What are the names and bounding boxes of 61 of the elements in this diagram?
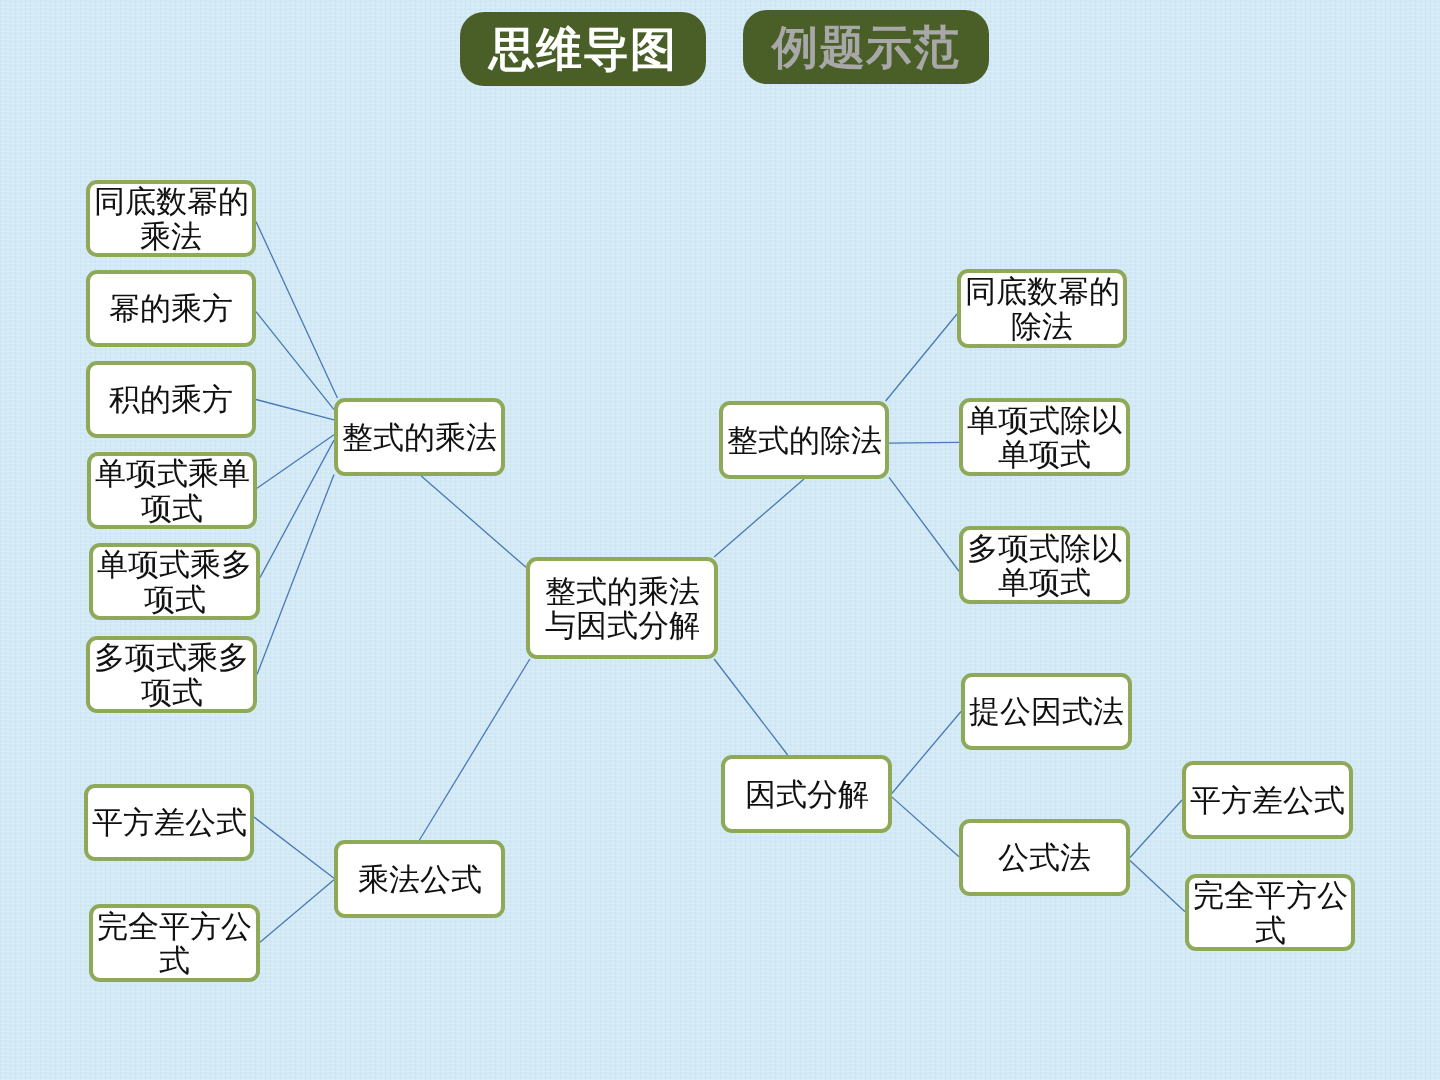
leaf-topic-box bbox=[957, 269, 1127, 348]
leaf-topic-box bbox=[961, 673, 1132, 750]
connector-line bbox=[420, 475, 527, 568]
connector-line bbox=[884, 313, 958, 402]
connector-line bbox=[256, 473, 335, 676]
leaf-topic-box bbox=[89, 904, 260, 982]
leaf-topic-text: 平方差公式 bbox=[1190, 782, 1345, 818]
subtopic-text: 乘法公式 bbox=[357, 861, 482, 897]
leaf-topic-box bbox=[84, 784, 254, 861]
leaf-topic-text: 同底数幂的除法 bbox=[964, 274, 1120, 343]
leaf-topic-text: 平方差公式 bbox=[91, 805, 247, 840]
leaf-topic-text: 单项式除以单项式 bbox=[966, 402, 1123, 472]
subtopic-text: 整式的乘法 bbox=[342, 419, 497, 455]
leaf-topic-text: 同底数幂的乘法 bbox=[93, 184, 249, 253]
subtopic-box bbox=[721, 755, 892, 833]
connector-line bbox=[259, 439, 335, 579]
connector-line bbox=[891, 796, 960, 858]
example-tab: 例题示范 bbox=[743, 10, 989, 84]
connector-line bbox=[1129, 859, 1186, 913]
leaf-topic-box bbox=[86, 180, 256, 257]
leaf-topic-box bbox=[959, 526, 1130, 604]
subtopic-box bbox=[719, 401, 889, 479]
leaf-topic-text: 单项式乘单项式 bbox=[94, 456, 250, 525]
leaf-topic-text: 幂的乘方 bbox=[109, 291, 233, 326]
connector-line bbox=[255, 398, 335, 421]
leaf-topic-box bbox=[87, 452, 257, 529]
subtopic-text: 整式的除法 bbox=[726, 422, 882, 458]
mind-map-tab: 思维导图 bbox=[460, 12, 706, 86]
leaf-topic-box bbox=[89, 543, 260, 620]
leaf-topic-box bbox=[1182, 761, 1353, 839]
central-topic-text: 整式的乘法与因式分解 bbox=[543, 573, 701, 643]
subtopic-text: 因式分解 bbox=[744, 776, 869, 812]
leaf-topic-text: 公式法 bbox=[998, 840, 1091, 875]
leaf-topic-box bbox=[959, 819, 1130, 896]
leaf-topic-text: 积的乘方 bbox=[109, 382, 233, 417]
connector-line bbox=[888, 476, 960, 572]
leaf-topic-box bbox=[959, 398, 1130, 476]
connector-line bbox=[255, 310, 335, 411]
connector-line bbox=[255, 220, 339, 399]
connector-line bbox=[1129, 799, 1183, 859]
connector-line bbox=[888, 441, 960, 444]
leaf-topic-text: 提公因式法 bbox=[969, 694, 1124, 729]
leaf-topic-box bbox=[86, 270, 256, 347]
leaf-topic-box bbox=[1185, 874, 1355, 951]
subtopic-box bbox=[334, 840, 505, 918]
leaf-topic-text: 多项式乘多项式 bbox=[93, 640, 250, 709]
leaf-topic-text: 单项式乘多项式 bbox=[96, 547, 253, 616]
connector-line bbox=[891, 710, 962, 794]
subtopic-box bbox=[334, 398, 505, 476]
leaf-topic-text: 完全平方公式 bbox=[96, 908, 253, 978]
connector-line bbox=[256, 434, 335, 489]
connector-line bbox=[418, 658, 531, 841]
connector-line bbox=[259, 879, 335, 943]
connector-line bbox=[713, 478, 805, 558]
connector-line bbox=[253, 816, 335, 879]
leaf-topic-text: 完全平方公式 bbox=[1192, 878, 1348, 947]
leaf-topic-box bbox=[86, 636, 257, 713]
leaf-topic-text: 多项式除以单项式 bbox=[966, 530, 1123, 600]
connector-line bbox=[713, 658, 789, 756]
leaf-topic-box bbox=[86, 361, 256, 438]
central-topic-box bbox=[526, 557, 718, 659]
